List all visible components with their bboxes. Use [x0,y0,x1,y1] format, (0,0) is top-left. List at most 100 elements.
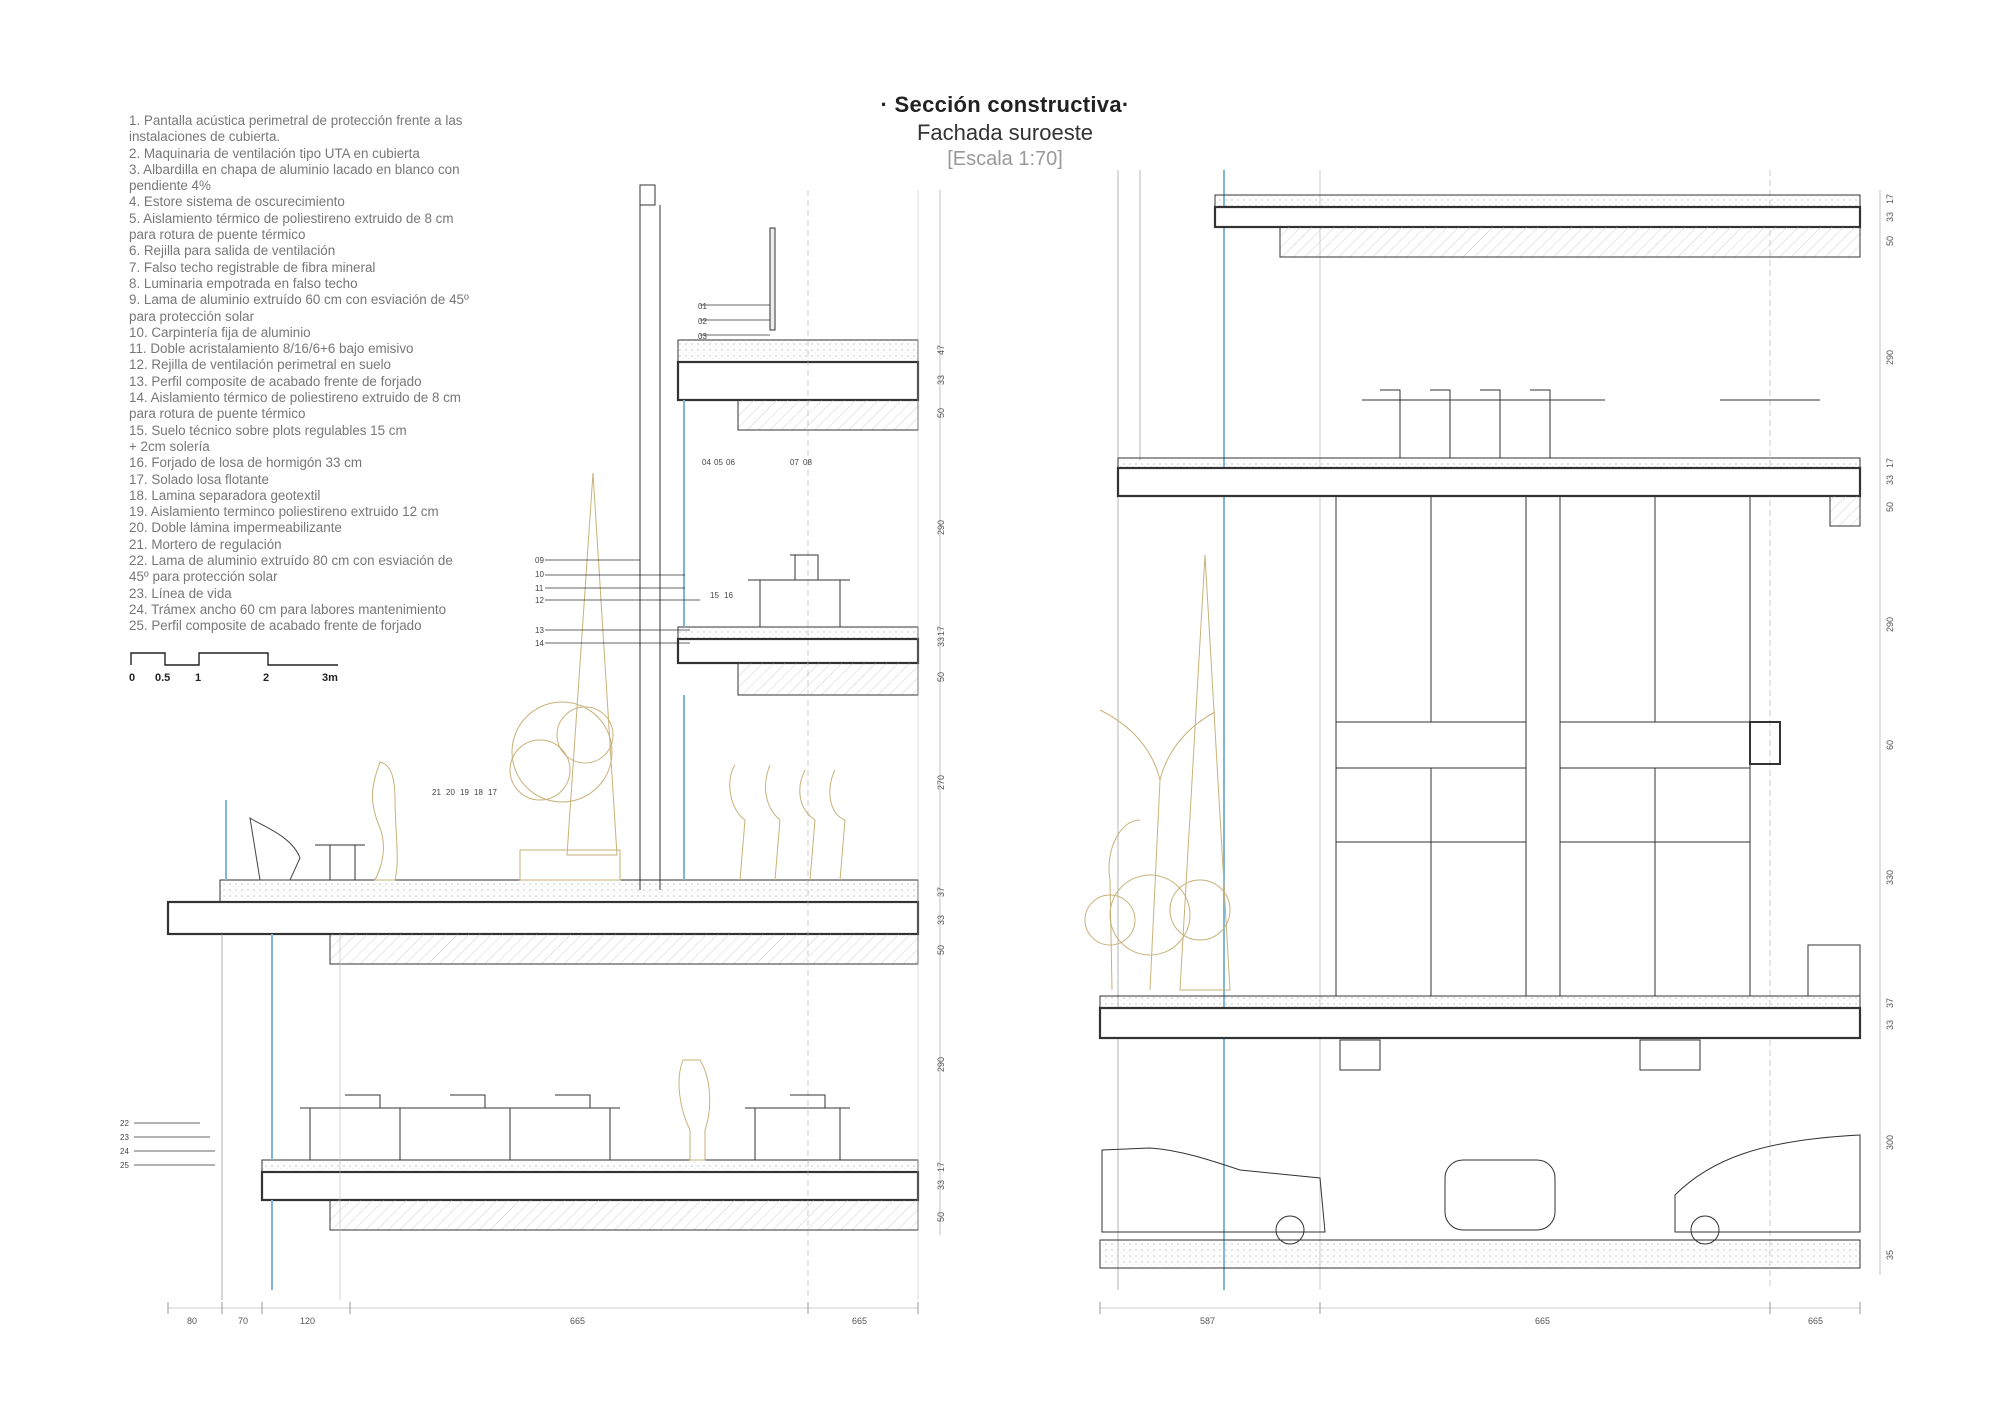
dim-v-290b: 290 [936,1057,946,1072]
dim-h-120: 120 [300,1316,315,1326]
callout-25: 25 [120,1161,129,1170]
dim-h-80: 80 [187,1316,197,1326]
right-section [1098,170,1862,1290]
legend-line: + 2cm solería [129,438,210,454]
legend-line: 15. Suelo técnico sobre plots regulables… [129,422,407,438]
dim-rv-17b: 17 [1885,458,1895,468]
legend-line: instalaciones de cubierta. [129,129,281,145]
callout-07: 07 [790,458,799,467]
legend-line: 5. Aislamiento térmico de poliestireno e… [129,210,454,226]
legend-line: 10. Carpintería fija de aluminio [129,324,311,340]
dim-h-70: 70 [238,1316,248,1326]
legend-line: 18. Lamina separadora geotextil [129,487,321,503]
dim-rh-665a: 665 [1535,1316,1550,1326]
dim-v-17a: 17 [936,626,946,636]
left-section [166,184,920,1300]
callout-12: 12 [535,596,544,605]
legend-line: 17. Solado losa flotante [129,471,269,487]
dim-rv-290b: 290 [1885,617,1895,632]
callout-05: 05 [714,458,723,467]
scale-bar [130,652,338,666]
drawing-scale: [Escala 1:70] [947,148,1063,170]
legend-line: 9. Lama de aluminio extruído 60 cm con e… [129,292,469,308]
dim-rv-35: 35 [1885,1250,1895,1260]
callout-03: 03 [698,332,707,341]
callout-13: 13 [535,626,544,635]
dim-v-290a: 290 [936,520,946,535]
callout-02: 02 [698,317,707,326]
legend-line: 11. Doble acristalamiento 8/16/6+6 bajo … [129,341,414,357]
callouts-below-top: 04 05 06 07 08 [702,458,812,467]
callout-21: 21 [432,788,441,797]
callouts-mid-right: 15 16 [710,591,733,600]
callout-22: 22 [120,1119,129,1128]
dim-rh-587: 587 [1200,1316,1215,1326]
legend-line: 20. Doble lámina impermeabilizante [129,520,342,536]
legend-line: para protección solar [129,308,255,324]
legend-line: 7. Falso techo registrable de fibra mine… [129,259,376,275]
dim-rv-33a: 33 [1885,212,1895,222]
callout-01: 01 [698,302,707,311]
dim-v-50b: 50 [936,672,946,682]
dim-v-50d: 50 [936,1212,946,1222]
dim-v-33d: 33 [936,1180,946,1190]
legend-line: 8. Luminaria empotrada en falso techo [129,275,358,291]
dim-h-665b: 665 [852,1316,867,1326]
legend-line: 16. Forjado de losa de hormigón 33 cm [129,455,362,471]
dim-v-17b: 17 [936,1162,946,1172]
dim-v-33c: 33 [936,915,946,925]
callout-08: 08 [803,458,812,467]
callout-16: 16 [724,591,733,600]
legend-line: 21. Mortero de regulación [129,536,282,552]
legend-line: pendiente 4% [129,178,211,194]
left-callout-leaders [134,304,770,1166]
callout-20: 20 [446,788,455,797]
callouts-top: 01 02 03 [698,302,707,341]
dim-rv-290a: 290 [1885,350,1895,365]
scale-bar-label: 2 [263,672,270,684]
legend-line: para rotura de puente térmico [129,406,306,422]
legend-line: 3. Albardilla en chapa de aluminio lacad… [129,161,460,177]
callouts-mid-left: 09 10 11 12 13 14 [535,556,544,648]
dim-rv-33b: 33 [1885,475,1895,485]
legend-line: 2. Maquinaria de ventilación tipo UTA en… [129,145,420,161]
vegetation-right [1084,554,1231,991]
legend-line: 25. Perfil composite de acabado frente d… [129,618,422,634]
dim-rv-300: 300 [1885,1135,1895,1150]
dim-rv-330: 330 [1885,870,1895,885]
callout-11: 11 [535,584,544,593]
legend-line: 24. Trámex ancho 60 cm para labores mant… [129,601,447,617]
callout-19: 19 [460,788,469,797]
legend-line: 22. Lama de aluminio extruído 80 cm con … [129,553,453,569]
legend-line: 45º para protección solar [129,569,278,585]
legend-line: 13. Perfil composite de acabado frente d… [129,373,422,389]
callout-18: 18 [474,788,483,797]
callout-06: 06 [726,458,735,467]
legend-line: 19. Aislamiento terminco poliestireno ex… [129,504,439,520]
left-horizontal-dims: 80 70 120 665 665 [167,1302,919,1326]
callout-14: 14 [535,639,544,648]
dim-v-50c: 50 [936,945,946,955]
construction-legend: 1. Pantalla acústica perimetral de prote… [129,113,519,635]
dim-v-50a: 50 [936,408,946,418]
dim-rv-33c: 33 [1885,1020,1895,1030]
dim-rv-50a: 50 [1885,236,1895,246]
vegetation-left [371,472,846,1161]
legend-line: 1. Pantalla acústica perimetral de prote… [129,113,463,128]
drawing-subtitle: Fachada suroeste [916,120,1094,145]
dim-v-47: 47 [936,345,946,355]
callout-15: 15 [710,591,719,600]
callout-24: 24 [120,1147,129,1156]
legend-line: 6. Rejilla para salida de ventilación [129,243,336,259]
dim-v-33a: 33 [936,375,946,385]
legend-line: 23. Línea de vida [129,585,232,601]
dim-rv-17a: 17 [1885,194,1895,204]
dim-h-665a: 665 [570,1316,585,1326]
callout-17: 17 [488,788,497,797]
legend-line: 12. Rejilla de ventilación perimetral en… [129,357,392,373]
scale-bar-label: 0 [129,672,136,684]
legend-line: 14. Aislamiento térmico de poliestireno … [129,390,461,406]
dim-rv-37: 37 [1885,998,1895,1008]
title-block: · Sección constructiva· Fachada suroeste… [780,92,1230,171]
